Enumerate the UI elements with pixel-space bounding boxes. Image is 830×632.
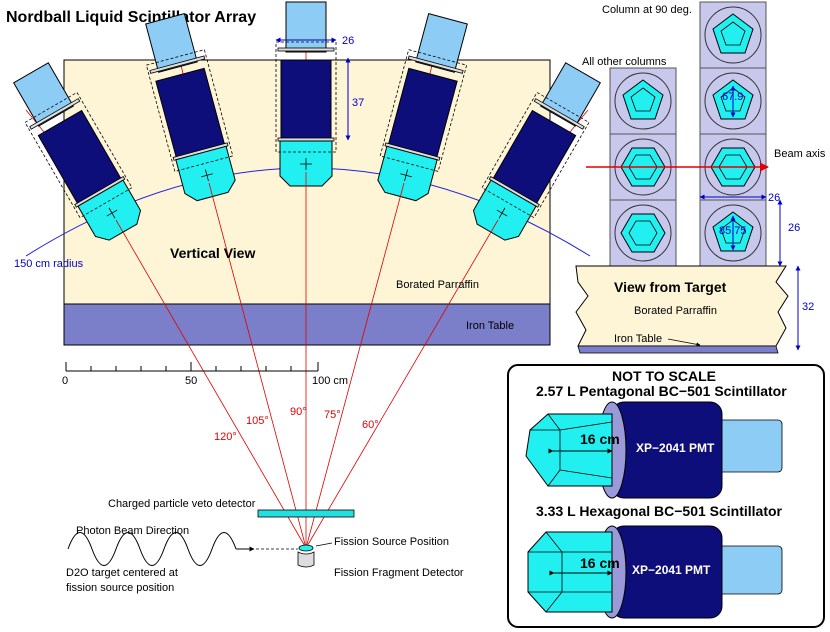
target-parraffin-label: Borated Parraffin — [634, 305, 717, 317]
length-1-label: 16 cm — [580, 431, 620, 447]
photon-wave — [67, 532, 237, 566]
target-iron-label: Iron Table — [614, 333, 662, 345]
target-iron-table — [577, 345, 779, 354]
other-columns-label: All other columns — [582, 56, 667, 68]
d2o-label-1: D2O target centered at — [66, 567, 178, 579]
scale-0: 0 — [62, 375, 68, 387]
pmt-1-label: XP−2041 PMT — [636, 441, 715, 455]
dim-26-label: 26 — [342, 35, 354, 47]
length-2-label: 16 cm — [580, 555, 620, 571]
dim-8575-label: 85.75 — [719, 225, 747, 237]
radius-label: 150 cm radius — [14, 258, 84, 270]
veto-label: Charged particle veto detector — [108, 498, 256, 510]
iron-table — [63, 303, 551, 346]
photon-beam-label: Photon Beam Direction — [76, 525, 189, 537]
dim-26b-label: 26 — [788, 222, 800, 234]
hex-title: 3.33 L Hexagonal BC−501 Scintillator — [536, 503, 783, 519]
angle-60: 60° — [362, 419, 379, 431]
parraffin-label: Borated Parraffin — [396, 279, 479, 291]
fission-source-label: Fission Source Position — [334, 536, 449, 548]
scale-100: 100 cm — [312, 375, 348, 387]
fission-source — [298, 544, 314, 552]
dim-37-label: 37 — [352, 97, 364, 109]
angle-75: 75° — [324, 409, 341, 421]
source-rays — [115, 172, 499, 549]
angle-120: 120° — [214, 431, 237, 443]
diagram-title: Nordball Liquid Scintillator Array — [6, 9, 256, 26]
scale-50: 50 — [185, 375, 197, 387]
hexagonal-detector — [527, 525, 783, 619]
pent-title: 2.57 L Pentagonal BC−501 Scintillator — [536, 383, 787, 399]
column-90-label: Column at 90 deg. — [602, 4, 692, 16]
inset-heading: NOT TO SCALE — [612, 368, 716, 384]
view-from-target-label: View from Target — [614, 279, 727, 295]
detector-90 — [275, 1, 337, 187]
left-column — [609, 67, 677, 267]
scale-bar — [65, 362, 319, 372]
beam-axis-label: Beam axis — [774, 148, 826, 160]
dim-26a-label: 26 — [768, 192, 780, 204]
pmt-2-label: XP−2041 PMT — [632, 563, 711, 577]
vertical-view-label: Vertical View — [170, 245, 255, 261]
veto-detector — [257, 509, 355, 518]
dim-679-label: 67.9 — [722, 91, 743, 103]
d2o-label-2: fission source position — [66, 582, 174, 594]
dim-32-label: 32 — [802, 301, 814, 313]
angle-90: 90° — [290, 406, 307, 418]
iron-table-label: Iron Table — [466, 320, 514, 332]
fission-fragment-detector — [297, 551, 315, 568]
angle-105: 105° — [246, 415, 269, 427]
fission-fragment-label: Fission Fragment Detector — [334, 567, 464, 579]
